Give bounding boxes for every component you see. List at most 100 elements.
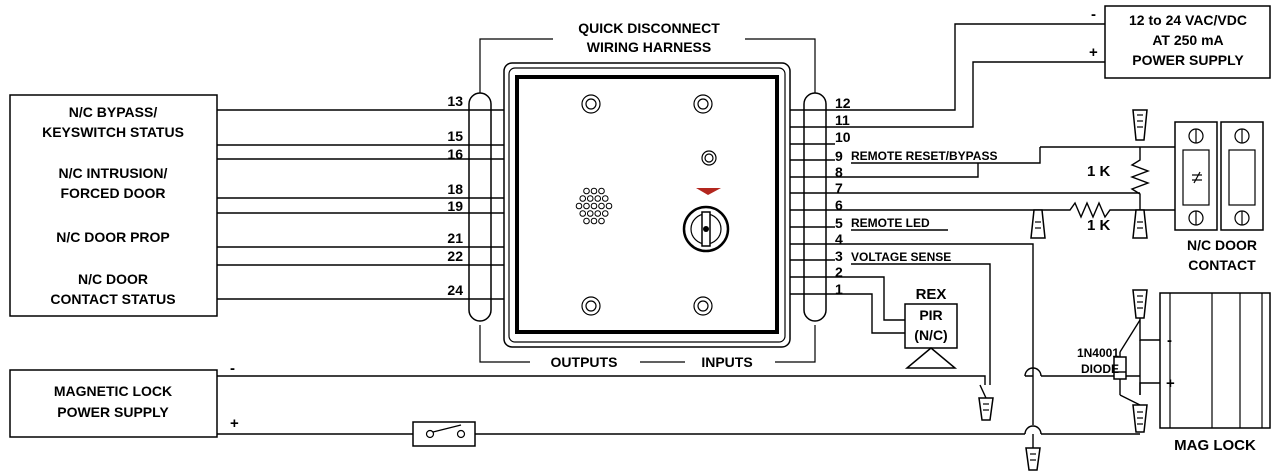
mag-supply-line1: MAGNETIC LOCK [54,383,172,399]
mag-lock [1159,292,1271,429]
pin-12: 12 [835,95,851,111]
pin-13: 13 [447,93,463,109]
speaker-hole [590,217,598,225]
mag-power-supply-box [9,369,218,438]
mag-lock-label: MAG LOCK [1174,437,1256,454]
pin-1: 1 [835,281,843,297]
speaker-hole [598,202,605,210]
pin-8: 8 [835,164,843,180]
speaker-hole [601,195,609,202]
speaker-hole [605,202,613,210]
speaker-hole [586,195,594,202]
power-supply-line2: AT 250 mA [1152,32,1223,48]
pin-9: 9 [835,148,843,164]
power-supply-minus: - [1091,6,1096,23]
speaker-hole [583,202,590,210]
screw-icon [693,296,713,316]
resistor-2-label: 1 K [1087,217,1111,234]
speaker-hole [575,202,583,210]
screw-icon [1188,128,1204,144]
door-contact [1174,121,1264,231]
output-connector [468,92,492,322]
switch-icon [425,424,466,439]
power-supply-plus: + [1089,44,1098,61]
mag-lock-minus: - [1167,332,1172,349]
keyswitch-icon [682,205,730,253]
wire-nut-icon [1025,434,1041,471]
pir-sensor-icon [904,347,958,369]
pin-21: 21 [447,230,463,246]
screw-icon [1234,128,1250,144]
diode-icon [1113,356,1127,380]
pin-24: 24 [447,282,463,298]
speaker-hole [590,187,598,195]
right-pin-stubs [790,109,835,295]
power-supply-line1: 12 to 24 VAC/VDC [1129,12,1247,28]
mag-lock-plus: + [1166,375,1175,392]
power-supply-box [1104,5,1271,79]
wire-nut-icon [1030,209,1046,239]
resistor-network [1040,146,1175,219]
left-box-2-line1: N/C INTRUSION/ [59,165,168,181]
pin-15: 15 [447,128,463,144]
rex-line1: PIR [919,307,942,323]
left-box-4-line2: CONTACT STATUS [50,291,175,307]
screw-icon [581,296,601,316]
left-wires [217,109,504,300]
input-connector [803,92,827,322]
rex-line2: (N/C) [914,327,947,343]
pin-4: 4 [835,231,843,247]
left-box-3-line1: N/C DOOR PROP [56,229,170,245]
speaker-hole [583,187,590,195]
pin-2: 2 [835,264,843,280]
mag-supply-plus: + [230,415,239,432]
resistor-1-label: 1 K [1087,163,1111,180]
left-box-2-line2: FORCED DOOR [61,185,166,201]
harness-bracket [479,38,816,363]
screw-icon [693,94,713,114]
speaker-icon [575,187,613,225]
pin-7: 7 [835,180,843,196]
wire-nut-icon [978,384,994,421]
screw-icon [1234,210,1250,226]
speaker-hole [598,217,605,225]
screw-icon [1188,210,1204,226]
pin-5: 5 [835,215,843,231]
pin-11: 11 [835,112,850,128]
pin-6: 6 [835,197,843,213]
wire-nut-icon [1132,209,1148,239]
pin-22: 22 [447,248,463,264]
speaker-hole [586,210,594,217]
door-contact-line1: N/C DOOR [1187,237,1257,253]
speaker-hole [583,217,590,225]
harness-title-line1: QUICK DISCONNECT [578,20,720,36]
wire-nut-icon [1132,109,1148,141]
switch-box [412,421,476,447]
left-status-box [9,94,218,317]
speaker-hole [579,195,587,202]
red-indicator-icon [696,188,721,195]
speaker-hole [579,210,587,217]
speaker-hole [601,210,609,217]
mag-supply-line2: POWER SUPPLY [57,404,169,420]
wire-nut-icon [1132,289,1148,319]
diode-line1: 1N4001 [1077,346,1119,360]
pin-10: 10 [835,129,851,145]
led-icon [701,150,717,166]
right-wires [835,23,1105,425]
left-box-1-line2: KEYSWITCH STATUS [42,124,184,140]
mag-supply-minus: - [230,360,235,377]
harness-title-line2: WIRING HARNESS [587,39,711,55]
speaker-hole [594,195,602,202]
pin-16: 16 [447,146,463,162]
pin-3: 3 [835,248,843,264]
label-remote-reset: REMOTE RESET/BYPASS [851,149,997,163]
speaker-hole [594,210,602,217]
pin-19: 19 [447,198,463,214]
speaker-hole [590,202,598,210]
power-supply-line3: POWER SUPPLY [1132,52,1244,68]
label-remote-led: REMOTE LED [851,216,930,230]
wire-nut-icon [1132,404,1148,433]
